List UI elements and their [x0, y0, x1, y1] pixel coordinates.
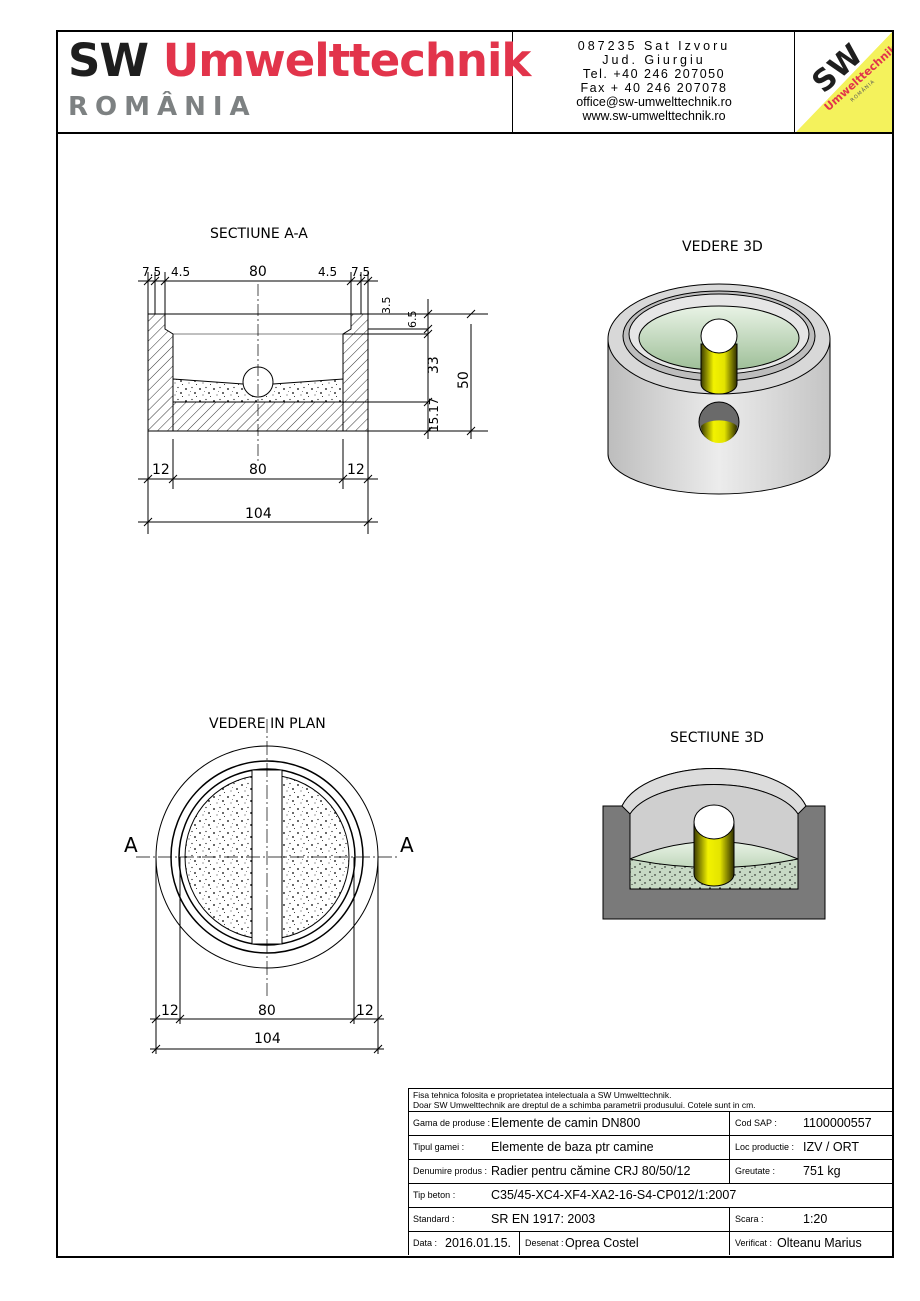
dim-4-5-left: 4.5	[171, 265, 190, 279]
contact-info: 087235 Sat Izvoru Jud. Giurgiu Tel. +40 …	[514, 32, 795, 132]
denumire-value: Radier pentru cămine CRJ 80/50/12	[491, 1164, 691, 1178]
plan-view-dims: 12 80 12 104	[161, 1003, 374, 1047]
section-3d-title: SECTIUNE 3D	[670, 730, 764, 746]
data-value: 2016.01.15.	[445, 1236, 512, 1250]
row-data: Data : 2016.01.15. Desenat : Oprea Coste…	[409, 1232, 893, 1255]
gama-label: Gama de produse :	[413, 1118, 491, 1128]
view-3d-title: VEDERE 3D	[682, 239, 763, 255]
dim-6-5: 6.5	[406, 311, 419, 329]
address-line2: Jud. Giurgiu	[602, 53, 706, 67]
scara-label: Scara :	[735, 1214, 764, 1224]
desenat-value: Oprea Costel	[565, 1236, 639, 1250]
dim-7-5-right: 7.5	[351, 265, 370, 279]
dim-80-top: 80	[249, 264, 267, 280]
loc-value: IZV / ORT	[803, 1140, 860, 1154]
note-line1: Fisa tehnica folosita e proprietatea int…	[413, 1090, 672, 1100]
title-note: Fisa tehnica folosita e proprietatea int…	[409, 1089, 893, 1112]
badge-logo: SW Umwelttechnik ROMÂNIA	[796, 32, 900, 132]
gama-value: Elemente de camin DN800	[491, 1116, 641, 1130]
greutate-value: 751 kg	[803, 1164, 841, 1178]
brand-title: SW Umwelttechnik	[68, 34, 532, 87]
section-aa-dims: 7.5 4.5 80 4.5 7.5 3.5 6.5 33 50 15.17 1…	[142, 264, 472, 522]
greutate-label: Greutate :	[735, 1166, 776, 1176]
section-marker-left: A	[124, 833, 138, 857]
dim-104: 104	[245, 506, 272, 522]
dim-4-5-right: 4.5	[318, 265, 337, 279]
dim-50: 50	[456, 371, 472, 389]
plan-dim-80: 80	[258, 1003, 276, 1019]
scara-value: 1:20	[803, 1212, 828, 1226]
company-logo: SW Umwelttechnik ROMÂNIA	[58, 32, 531, 132]
tip-gamei-label: Tipul gamei :	[413, 1142, 465, 1152]
cod-value: 1100000557	[803, 1116, 872, 1130]
title-block: Fisa tehnica folosita e proprietatea int…	[408, 1088, 893, 1255]
verificat-label: Verificat :	[735, 1238, 773, 1248]
header: SW Umwelttechnik ROMÂNIA 087235 Sat Izvo…	[58, 32, 900, 134]
verificat-value: Olteanu Marius	[777, 1236, 862, 1250]
dim-80-bottom: 80	[249, 462, 267, 478]
brand-sw: SW	[68, 34, 149, 87]
plan-view-title: VEDERE IN PLAN	[209, 716, 326, 732]
brand-name: Umwelttechnik	[162, 34, 532, 87]
section-marker-right: A	[400, 833, 414, 857]
note-line2: Doar SW Umwelttechnik are dreptul de a s…	[413, 1100, 756, 1110]
phone: Tel. +40 246 207050	[582, 67, 726, 81]
plan-dim-12-left: 12	[161, 1003, 179, 1019]
fax: Fax + 40 246 207078	[580, 81, 728, 95]
row-standard: Standard : SR EN 1917: 2003 Scara : 1:20	[409, 1208, 893, 1232]
dim-12-left: 12	[152, 462, 170, 478]
row-gama: Gama de produse : Elemente de camin DN80…	[409, 1112, 893, 1136]
dim-33: 33	[426, 356, 442, 374]
loc-label: Loc productie :	[735, 1142, 795, 1152]
email-link[interactable]: office@sw-umwelttechnik.ro	[576, 95, 732, 109]
section-aa-drawing	[138, 272, 488, 534]
section-aa-title: SECTIUNE A-A	[210, 226, 308, 242]
beton-value: C35/45-XC4-XF4-XA2-16-S4-CP012/1:2007	[491, 1188, 737, 1202]
row-beton: Tip beton : C35/45-XC4-XF4-XA2-16-S4-CP0…	[409, 1184, 893, 1208]
denumire-label: Denumire produs :	[413, 1166, 488, 1176]
section-3d-drawing	[602, 768, 826, 920]
address-line1: 087235 Sat Izvoru	[577, 39, 731, 53]
tip-gamei-value: Elemente de baza ptr camine	[491, 1140, 654, 1154]
standard-value: SR EN 1917: 2003	[491, 1212, 596, 1226]
data-label: Data :	[413, 1238, 438, 1248]
beton-label: Tip beton :	[413, 1190, 456, 1200]
view-3d-drawing	[607, 283, 831, 495]
drawing-sheet: SW Umwelttechnik ROMÂNIA 087235 Sat Izvo…	[56, 30, 900, 1258]
drawing-area: 7.5 4.5 80 4.5 7.5 3.5 6.5 33 50 15.17 1…	[58, 134, 892, 1258]
plan-dim-104: 104	[254, 1031, 281, 1047]
standard-label: Standard :	[413, 1214, 455, 1224]
cod-label: Cod SAP :	[735, 1118, 777, 1128]
desenat-label: Desenat :	[525, 1238, 564, 1248]
row-denumire: Denumire produs : Radier pentru cămine C…	[409, 1160, 893, 1184]
dim-15-17: 15.17	[427, 398, 441, 432]
dim-12-right: 12	[347, 462, 365, 478]
plan-view-drawing	[136, 719, 400, 1054]
row-tip-gamei: Tipul gamei : Elemente de baza ptr camin…	[409, 1136, 893, 1160]
dim-3-5: 3.5	[380, 297, 393, 315]
dim-7-5-left: 7.5	[142, 265, 161, 279]
brand-country: ROMÂNIA	[68, 92, 257, 122]
website-link[interactable]: www.sw-umwelttechnik.ro	[582, 109, 726, 123]
plan-dim-12-right: 12	[356, 1003, 374, 1019]
